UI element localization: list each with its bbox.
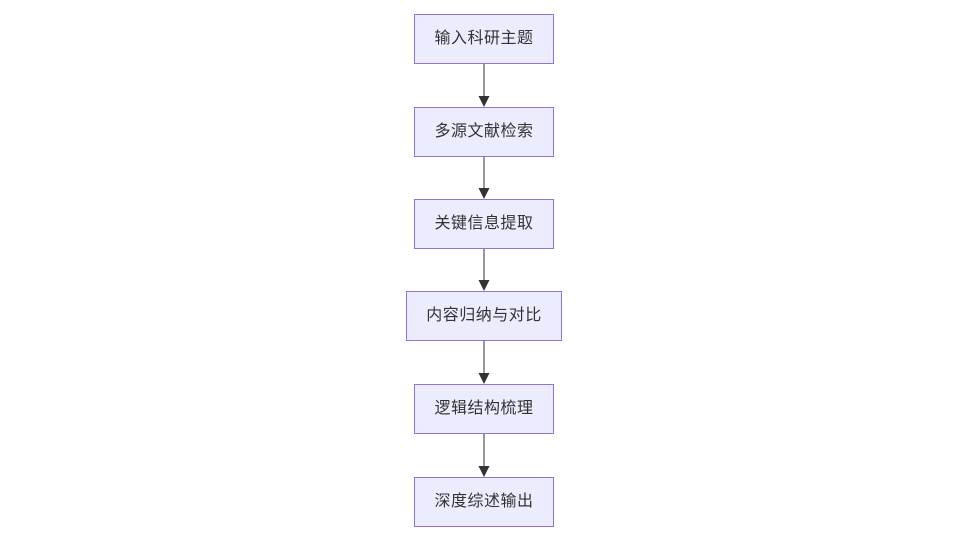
flow-node-label: 内容归纳与对比 <box>426 307 542 324</box>
flow-node-multi-source-literature-search[interactable]: 多源文献检索 <box>414 107 554 157</box>
flow-node-content-synthesis-and-comparison[interactable]: 内容归纳与对比 <box>406 291 562 341</box>
flow-node-label: 深度综述输出 <box>434 493 534 510</box>
flow-node-label: 逻辑结构梳理 <box>434 400 534 417</box>
edge-n2-n3 <box>478 157 490 199</box>
flow-node-logical-structure-organization[interactable]: 逻辑结构梳理 <box>414 384 554 434</box>
flow-node-label: 关键信息提取 <box>434 215 534 232</box>
edge-n3-n4 <box>478 249 490 291</box>
edge-n1-n2 <box>478 64 490 107</box>
flow-node-input-research-topic[interactable]: 输入科研主题 <box>414 14 554 64</box>
flow-node-label: 输入科研主题 <box>434 30 534 47</box>
flow-node-label: 多源文献检索 <box>434 123 534 140</box>
flow-node-key-information-extraction[interactable]: 关键信息提取 <box>414 199 554 249</box>
flow-node-in-depth-review-output[interactable]: 深度综述输出 <box>414 477 554 527</box>
edge-n4-n5 <box>478 341 490 384</box>
edge-n5-n6 <box>478 434 490 477</box>
